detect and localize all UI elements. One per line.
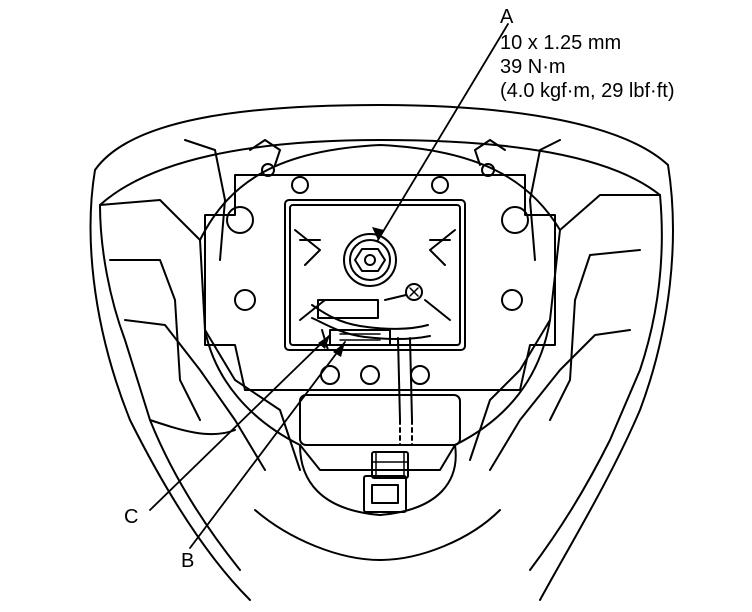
center-plate — [204, 139, 556, 391]
spec-torque-alt: (4.0 kgf·m, 29 lbf·ft) — [500, 80, 675, 102]
airbag-connector — [311, 299, 431, 351]
spec-bolt-size: 10 x 1.25 mm — [500, 32, 622, 54]
callout-a-label: A — [500, 6, 514, 28]
hub-bolt — [343, 233, 397, 287]
steering-wheel-rim — [89, 104, 674, 601]
callout-c-label: C — [124, 506, 139, 528]
arrowhead-c — [318, 335, 330, 349]
callout-a-spec: 10 x 1.25 mm 39 N·m (4.0 kgf·m, 29 lbf·f… — [500, 31, 675, 103]
lower-connector — [363, 451, 409, 513]
hub-housing — [199, 144, 561, 561]
right-spoke — [469, 139, 663, 571]
leader-lines — [149, 23, 509, 549]
spec-torque-nm: 39 N·m — [500, 56, 566, 78]
arrowhead-b — [333, 342, 345, 357]
callout-b-label: B — [181, 550, 195, 572]
arrowhead-a — [372, 227, 384, 240]
wire-harness — [397, 337, 413, 446]
ground-terminal — [384, 283, 423, 301]
